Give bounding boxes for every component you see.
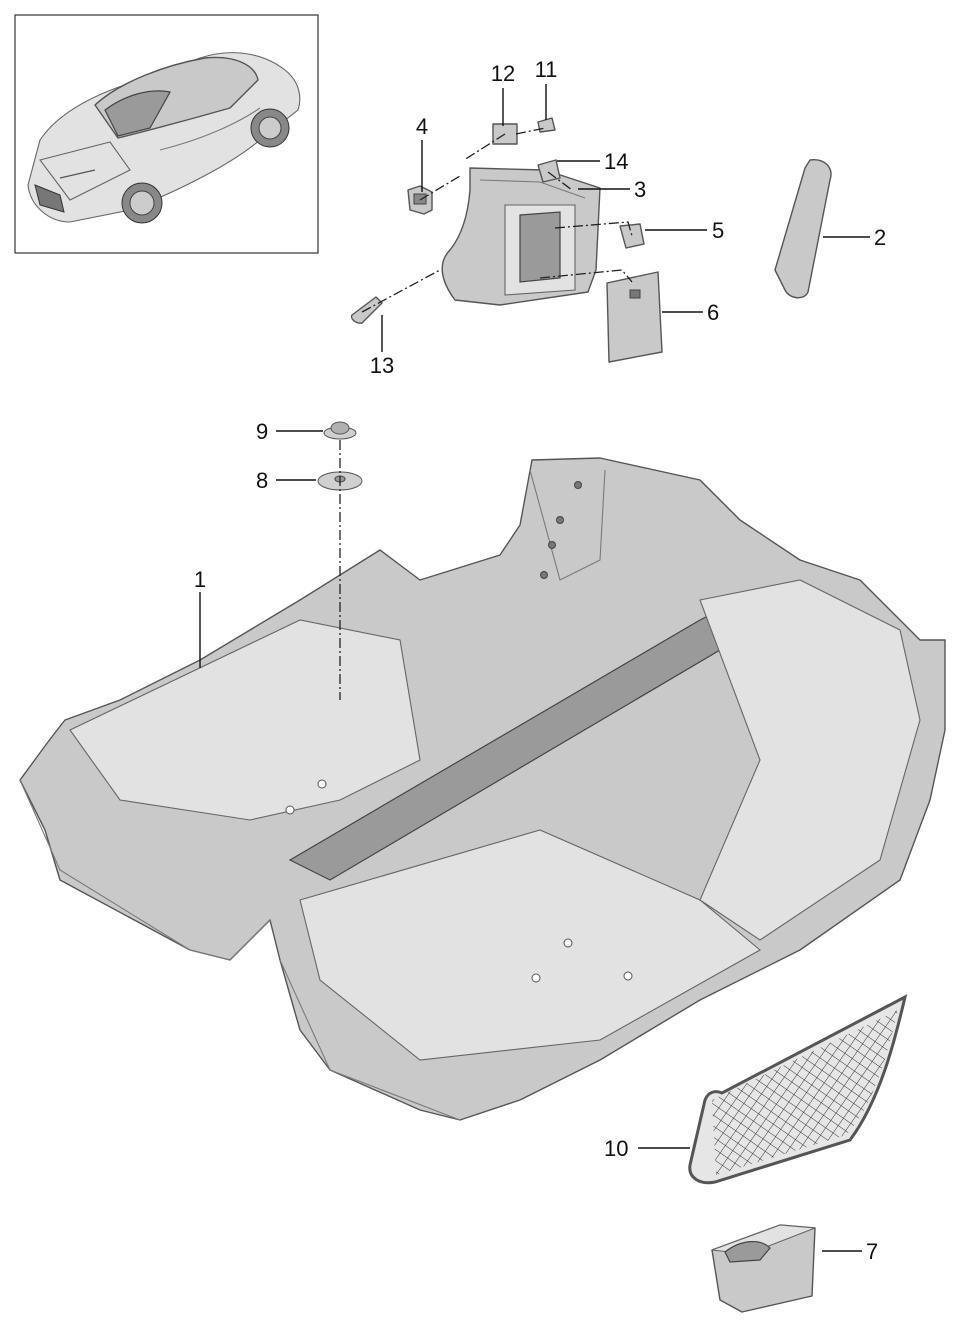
- part-7-storage-pocket: [711, 1224, 816, 1313]
- callout-13: 13: [370, 353, 394, 378]
- part-1-floor-carpet: [19, 457, 946, 1121]
- callout-3: 3: [634, 177, 646, 202]
- part-9-fastener: [323, 421, 357, 440]
- part-2-trim-strip: [774, 159, 832, 299]
- leader-lines: [199, 84, 870, 1252]
- callout-14: 14: [604, 149, 628, 174]
- part-5-clip: [619, 223, 645, 249]
- car-illustration: [27, 52, 301, 224]
- part-6-cover: [606, 271, 663, 363]
- callout-labels: 1 2 3 4 5 6 7 8 9 10 11 12 13 14: [194, 57, 886, 1264]
- callout-2: 2: [874, 225, 886, 250]
- vehicle-thumbnail: [14, 14, 319, 254]
- callout-8: 8: [256, 468, 268, 493]
- part-10-cargo-net: [688, 994, 908, 1185]
- callout-5: 5: [712, 218, 724, 243]
- part-11-clip: [537, 117, 556, 133]
- callout-4: 4: [416, 114, 428, 139]
- assembly-lines: [339, 127, 633, 700]
- callout-7: 7: [866, 1239, 878, 1264]
- callout-10: 10: [604, 1136, 628, 1161]
- part-3-trim-panel: [441, 167, 601, 306]
- callout-6: 6: [707, 300, 719, 325]
- callout-1: 1: [194, 567, 206, 592]
- callout-12: 12: [491, 61, 515, 86]
- callout-11: 11: [535, 57, 558, 82]
- part-14-pad: [537, 159, 561, 183]
- callout-9: 9: [256, 419, 268, 444]
